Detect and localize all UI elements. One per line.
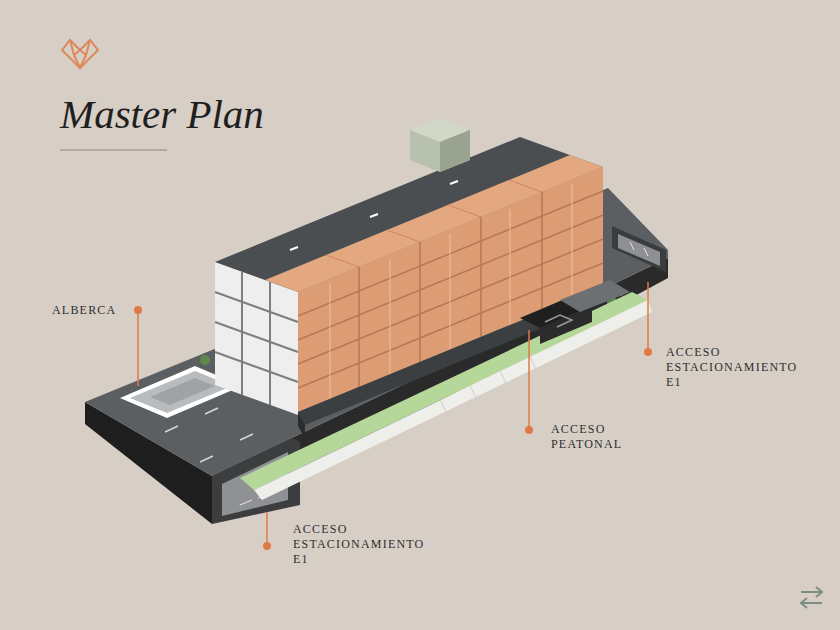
illustration-part	[240, 434, 253, 440]
illustration-part	[448, 205, 481, 217]
illustration-part	[62, 40, 98, 68]
illustration-part	[560, 280, 630, 312]
illustration-part	[215, 352, 298, 382]
illustration-part	[440, 356, 536, 412]
illustration-part	[644, 348, 652, 356]
illustration-part	[215, 272, 298, 405]
illustration-part	[528, 330, 530, 430]
illustration-part	[269, 282, 271, 405]
illustration-part	[630, 242, 634, 250]
illustration-part	[390, 259, 391, 374]
illustration-part	[612, 226, 666, 272]
callout-label: ACCESO PEATONAL	[551, 422, 622, 452]
title-rule	[60, 150, 167, 151]
illustration-part	[165, 426, 178, 432]
illustration-part	[816, 587, 822, 597]
callout-label: ACCESO ESTACIONAMIENTO E1	[293, 522, 424, 567]
illustration-part	[525, 426, 533, 434]
illustration-part	[215, 292, 298, 322]
illustration-part	[74, 55, 80, 68]
illustration-part	[298, 412, 305, 438]
illustration-part	[370, 214, 378, 217]
illustration-part	[500, 370, 506, 384]
illustration-part	[450, 181, 458, 184]
illustration-part	[263, 542, 271, 550]
illustration-part	[200, 355, 210, 365]
illustration-part	[541, 192, 543, 312]
illustration-part	[330, 184, 572, 399]
illustration-part	[419, 242, 421, 362]
page-title: Master Plan	[60, 94, 264, 135]
callout-label: ACCESO ESTACIONAMIENTO E1	[666, 345, 797, 390]
illustration-part	[801, 598, 807, 608]
illustration-part	[358, 267, 360, 387]
illustration-part	[326, 255, 359, 267]
illustration-part	[545, 315, 572, 327]
illustration-part	[618, 234, 660, 266]
illustration-part	[480, 217, 482, 337]
illustration-part	[644, 248, 648, 256]
illustration-part	[290, 247, 298, 250]
illustration-part	[530, 356, 536, 370]
illustration-part	[630, 242, 648, 256]
illustration-part	[440, 399, 446, 412]
illustration-part	[410, 118, 470, 172]
illustration-part	[134, 306, 142, 314]
callout-label: ALBERCA	[52, 303, 116, 318]
illustration-part	[545, 315, 572, 327]
illustration-part	[298, 287, 610, 425]
illustration-part	[509, 180, 542, 192]
illustration-part	[298, 167, 603, 412]
illustration-part	[70, 40, 90, 55]
swap-icon	[801, 587, 822, 608]
illustration-part	[330, 284, 331, 399]
illustration-part	[387, 230, 420, 242]
illustration-part	[470, 385, 476, 398]
illustration-part	[440, 130, 470, 172]
illustration-part	[137, 310, 139, 386]
illustration-part	[241, 272, 243, 395]
illustration-part	[150, 378, 215, 405]
illustration-part	[540, 306, 592, 344]
illustration-part	[647, 282, 649, 352]
callout-leaders	[134, 282, 652, 550]
illustration-part	[510, 209, 511, 324]
illustration-part	[80, 55, 86, 68]
illustration-part	[205, 408, 218, 414]
illustration-part	[801, 602, 822, 604]
building	[215, 118, 630, 438]
illustration-part	[266, 512, 268, 546]
illustration-part	[801, 591, 822, 593]
illustration-part	[572, 184, 573, 299]
illustration-part	[450, 234, 451, 349]
illustration-part	[200, 456, 213, 462]
logo	[62, 40, 98, 68]
illustration-part	[215, 322, 298, 352]
illustration-part	[240, 500, 252, 505]
